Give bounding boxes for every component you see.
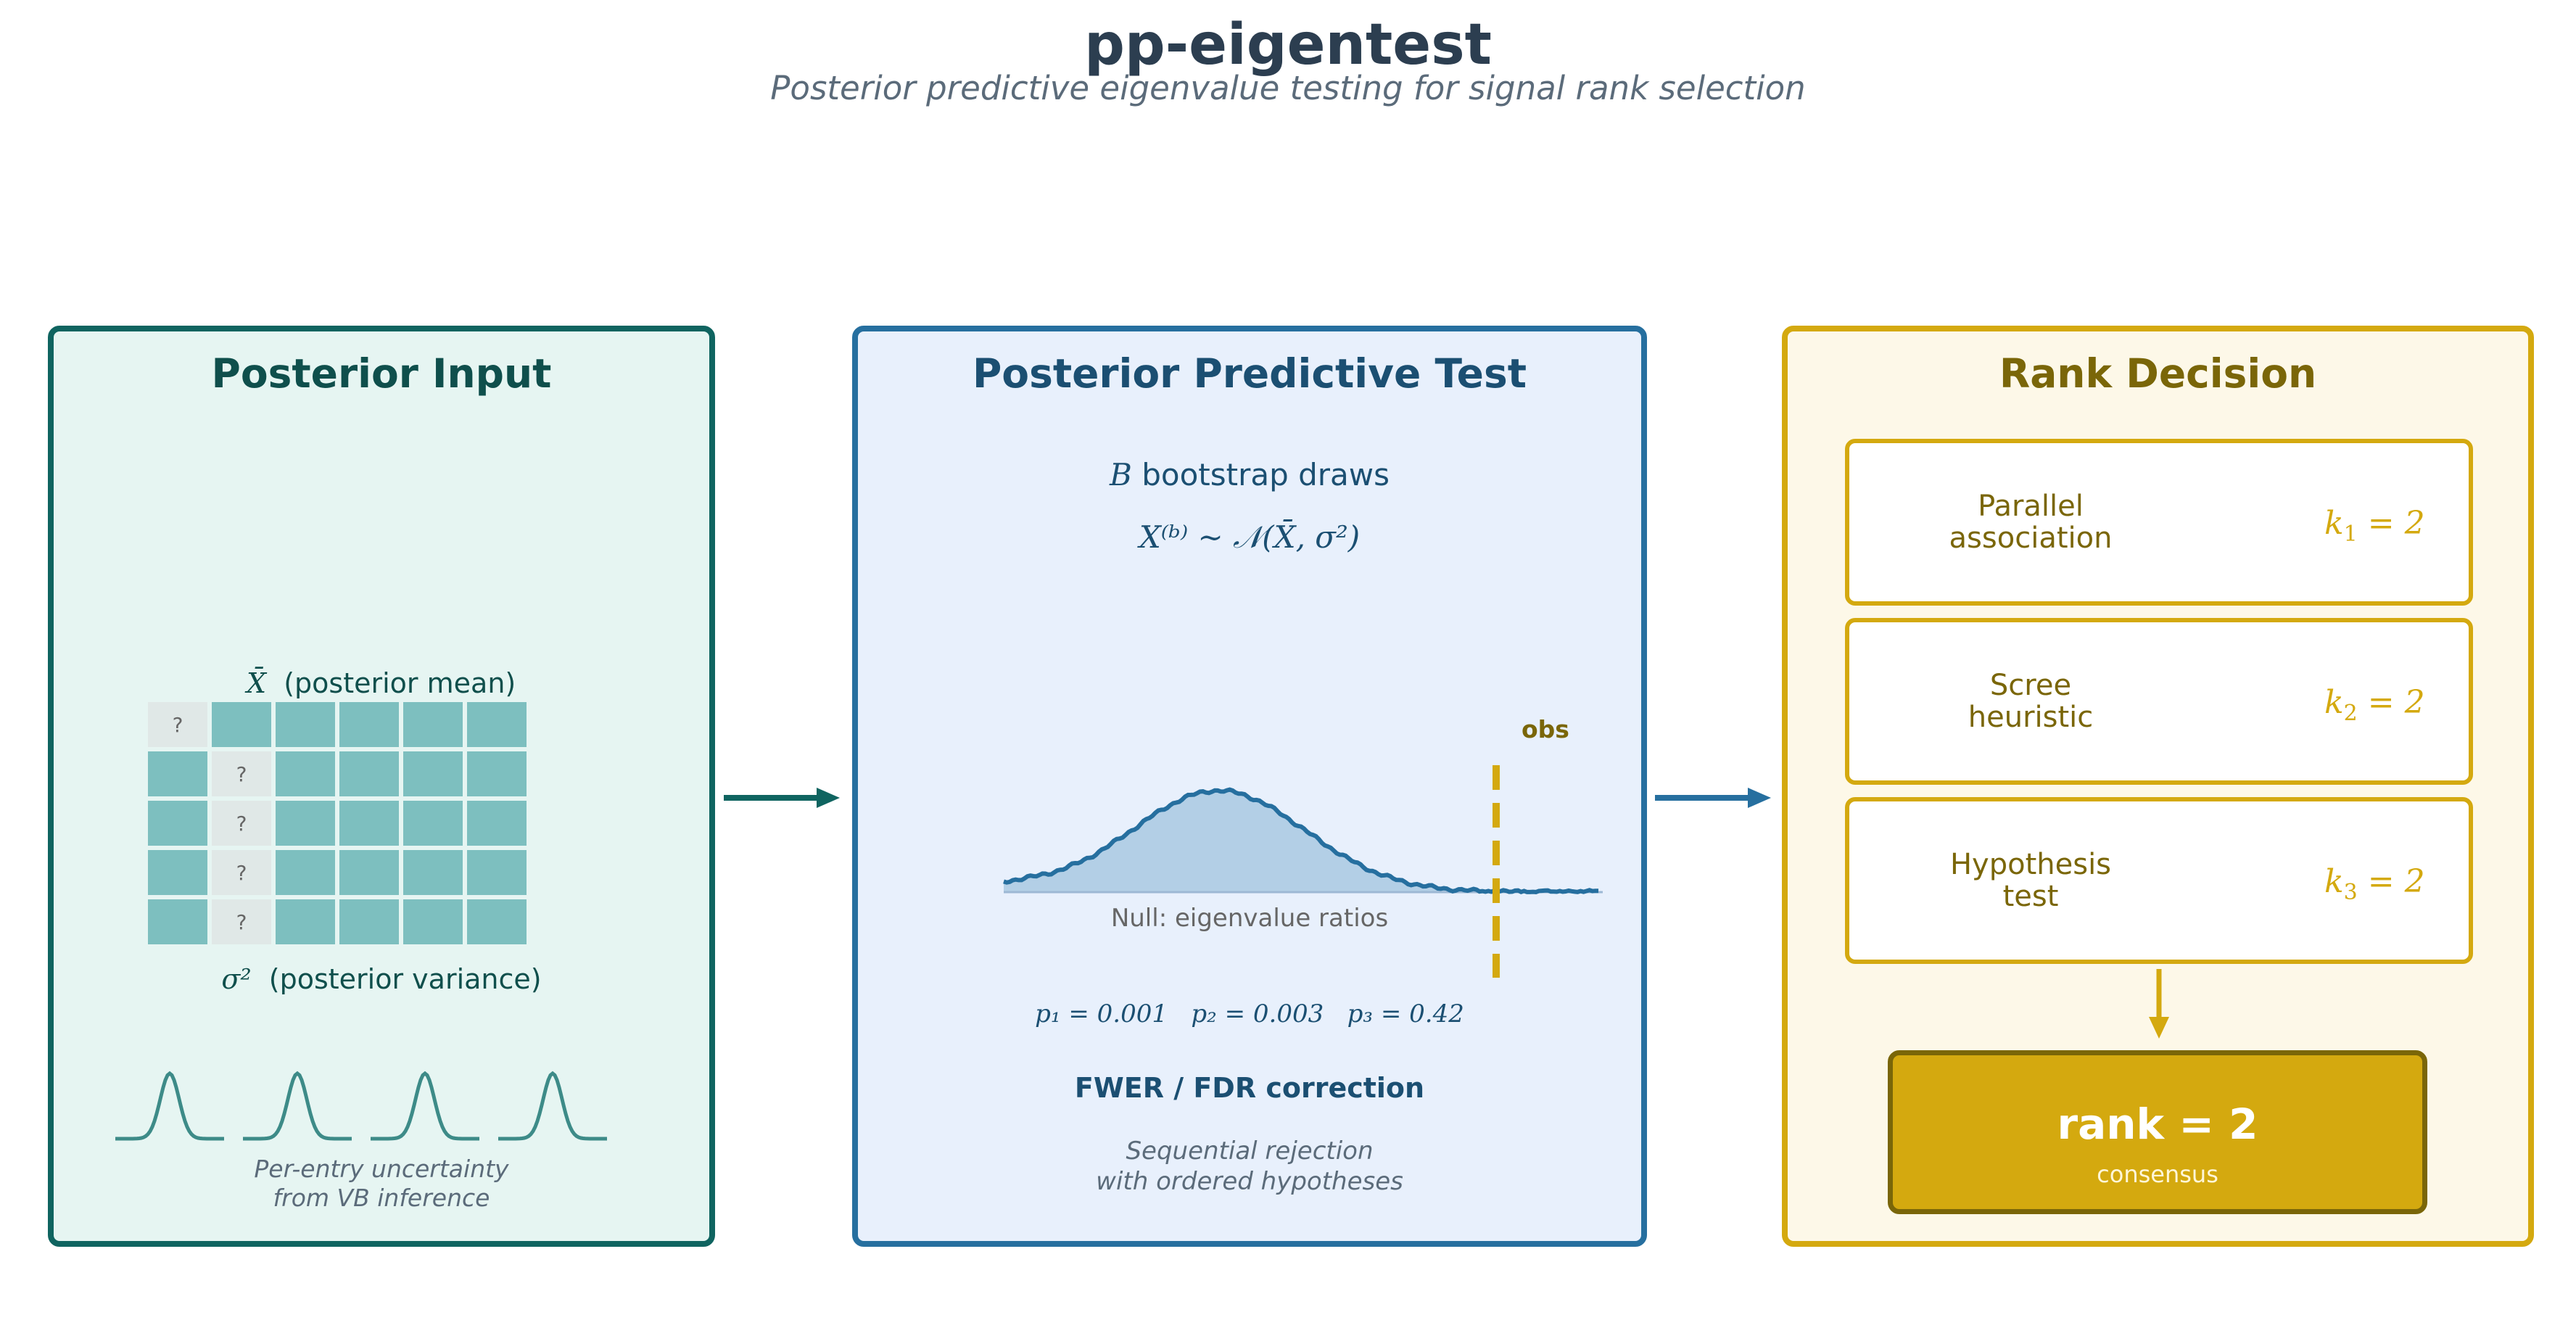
posterior-mean-text: (posterior mean) [284,667,516,699]
matrix-cell-missing: ? [212,850,271,895]
sequential-rejection-caption: Sequential rejection with ordered hypoth… [852,1136,1647,1197]
posterior-input-title: Posterior Input [211,350,552,397]
posterior-variance-label: σ² (posterior variance) [48,963,715,995]
method-card-scree [1845,618,2473,785]
uncertainty-bell-curve [498,1071,607,1141]
uncertainty-distributions [115,1071,607,1141]
matrix-cell-missing: ? [212,899,271,944]
method-label-scree: Scree heuristic [1968,669,2094,734]
null-distribution-label: Null: eigenvalue ratios [1110,904,1389,933]
uncertainty-bell-curve [115,1071,224,1141]
matrix-cell [276,801,335,846]
posterior-predictive-test-panel [852,326,1647,1247]
rank-result-caption: consensus [2097,1160,2218,1188]
matrix-cell [148,751,207,796]
p-values-row: p₁ = 0.001 p₂ = 0.003 p₃ = 0.42 [1035,999,1464,1028]
posterior-mean-symbol: X̄ [247,667,267,699]
uncertainty-caption: Per-entry uncertainty from VB inference [48,1155,715,1213]
matrix-cell [276,702,335,747]
matrix-cell [467,751,527,796]
matrix-cell [339,899,399,944]
matrix-cell-missing: ? [212,751,271,796]
sequential-caption-line1: Sequential rejection [1126,1137,1374,1166]
matrix-cell [403,751,463,796]
matrix-cell [339,751,399,796]
page-title: pp-eigentest [1084,12,1492,78]
matrix-cell [212,702,271,747]
page-subtitle: Posterior predictive eigenvalue testing … [770,69,1806,107]
matrix-cell [467,850,527,895]
posterior-mean-matrix: ????? [148,702,527,946]
posterior-variance-text: (posterior variance) [268,963,542,995]
method-label-hypothesis: Hypothesis test [1949,848,2112,913]
flow-arrow-1 [724,788,840,808]
bootstrap-count-symbol: B [1109,457,1132,492]
matrix-cell-missing: ? [148,702,207,747]
matrix-cell [148,899,207,944]
matrix-cell [467,801,527,846]
matrix-cell [276,850,335,895]
null-distribution-area [1004,789,1496,892]
null-distribution-plot [1003,765,1603,978]
matrix-cell [403,702,463,747]
method-value-scree: k2 = 2 [2324,684,2425,726]
decision-arrow [2149,969,2169,1039]
uncertainty-caption-line2: from VB inference [273,1184,490,1212]
matrix-cell [148,801,207,846]
bootstrap-draws-text: bootstrap draws [1142,457,1390,492]
method-label-parallel: Parallel association [1949,490,2113,555]
uncertainty-bell-curve [243,1071,352,1141]
method-value-hypothesis: k3 = 2 [2324,863,2425,905]
rank-result-box [1888,1050,2427,1214]
matrix-cell [276,751,335,796]
matrix-cell [467,899,527,944]
posterior-predictive-test-title: Posterior Predictive Test [972,350,1527,397]
bootstrap-formula: X⁽ᵇ⁾ ~ 𝒩(X̄, σ²) [1139,519,1361,555]
matrix-cell [467,702,527,747]
uncertainty-bell-curve [371,1071,479,1141]
matrix-cell [403,850,463,895]
matrix-cell [276,899,335,944]
uncertainty-caption-line1: Per-entry uncertainty [254,1155,509,1183]
method-card-parallel [1845,439,2473,606]
posterior-variance-symbol: σ² [221,963,252,995]
method-value-parallel: k1 = 2 [2324,505,2425,547]
observed-label: obs [1522,715,1569,743]
rank-decision-title: Rank Decision [1999,350,2317,397]
matrix-cell [148,850,207,895]
posterior-mean-label: X̄ (posterior mean) [247,667,516,699]
flow-arrow-2 [1655,788,1771,808]
matrix-cell [339,850,399,895]
correction-label: FWER / FDR correction [1074,1072,1425,1104]
rank-result-value: rank = 2 [2057,1100,2258,1149]
matrix-cell [403,899,463,944]
matrix-cell-missing: ? [212,801,271,846]
matrix-cell [339,801,399,846]
bootstrap-draws-label: B bootstrap draws [852,457,1647,492]
method-card-hypothesis [1845,797,2473,964]
matrix-cell [339,702,399,747]
matrix-cell [403,801,463,846]
sequential-caption-line2: with ordered hypotheses [1096,1167,1403,1196]
